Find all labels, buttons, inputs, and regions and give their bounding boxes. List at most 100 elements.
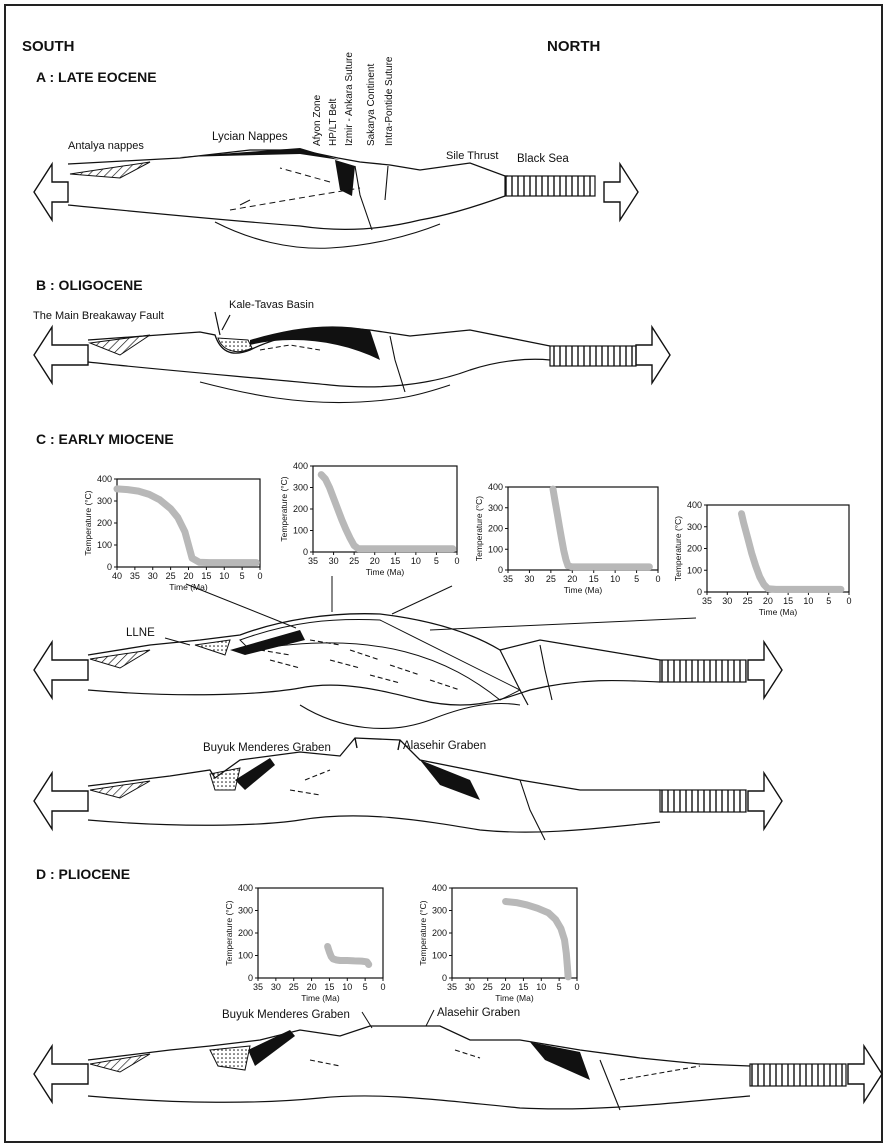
cooling-chart-5: 353025201510500100200300400Time (Ma)Temp… (224, 883, 386, 1003)
y-tick-label: 0 (303, 547, 308, 557)
x-tick-label: 15 (518, 982, 528, 992)
label-kale-tavas-basin: Kale-Tavas Basin (229, 299, 314, 311)
x-tick-label: 15 (201, 571, 211, 581)
plot-frame (508, 487, 658, 570)
arrow-right (636, 327, 670, 383)
y-tick-label: 0 (442, 973, 447, 983)
x-tick-label: 30 (465, 982, 475, 992)
x-tick-label: 0 (380, 982, 385, 992)
panel-a-title: A : LATE EOCENE (36, 69, 157, 85)
y-tick-label: 300 (97, 496, 112, 506)
arrow-right (748, 773, 782, 829)
x-tick-label: 35 (702, 596, 712, 606)
y-tick-label: 0 (498, 565, 503, 575)
x-tick-label: 25 (483, 982, 493, 992)
y-tick-label: 100 (488, 544, 503, 554)
x-tick-label: 25 (546, 574, 556, 584)
x-tick-label: 10 (219, 571, 229, 581)
label-llne: LLNE (126, 627, 155, 639)
y-tick-label: 200 (238, 928, 253, 938)
x-tick-label: 25 (743, 596, 753, 606)
arrow-left (34, 1046, 88, 1102)
x-tick-label: 5 (557, 982, 562, 992)
x-tick-label: 20 (370, 556, 380, 566)
x-tick-label: 30 (329, 556, 339, 566)
arrow-left (34, 327, 88, 383)
y-tick-label: 300 (238, 906, 253, 916)
y-tick-label: 200 (432, 928, 447, 938)
y-tick-label: 400 (97, 474, 112, 484)
x-tick-label: 0 (846, 596, 851, 606)
y-tick-label: 0 (107, 562, 112, 572)
y-tick-label: 300 (432, 906, 447, 916)
x-tick-label: 15 (589, 574, 599, 584)
y-tick-label: 300 (488, 503, 503, 513)
x-tick-label: 10 (342, 982, 352, 992)
cooling-chart-6: 353025201510500100200300400Time (Ma)Temp… (418, 883, 580, 1003)
label-buyuk-menderes-graben: Buyuk Menderes Graben (203, 742, 331, 754)
y-tick-label: 200 (687, 544, 702, 554)
y-axis-label: Temperature (°C) (224, 900, 234, 965)
arrow-right (604, 164, 638, 220)
x-tick-label: 30 (524, 574, 534, 584)
panel-b: B : OLIGOCENE The Main Breakaway Fault K… (33, 277, 670, 403)
x-tick-label: 25 (289, 982, 299, 992)
y-axis-label: Temperature (°C) (418, 900, 428, 965)
x-axis-label: Time (Ma) (564, 585, 603, 595)
label-lycian-nappes: Lycian Nappes (212, 131, 288, 143)
label-intra-pontide-suture: Intra-Pontide Suture (384, 56, 395, 146)
y-axis-label: Temperature (°C) (83, 490, 93, 555)
arrow-right (748, 642, 782, 698)
x-tick-label: 15 (390, 556, 400, 566)
panel-c-title: C : EARLY MIOCENE (36, 431, 174, 447)
arrow-left (34, 642, 88, 698)
label-hplt-belt: HP/LT Belt (328, 98, 339, 146)
x-tick-label: 20 (307, 982, 317, 992)
x-tick-label: 0 (574, 982, 579, 992)
label-alasehir-graben-d: Alasehir Graben (437, 1007, 520, 1019)
x-axis-label: Time (Ma) (495, 993, 534, 1003)
label-sile-thrust: Sile Thrust (446, 150, 498, 162)
x-tick-label: 0 (655, 574, 660, 584)
label-main-breakaway-fault: The Main Breakaway Fault (33, 310, 164, 322)
x-tick-label: 40 (112, 571, 122, 581)
x-tick-label: 25 (349, 556, 359, 566)
y-tick-label: 100 (687, 565, 702, 575)
y-tick-label: 100 (432, 951, 447, 961)
y-tick-label: 400 (687, 500, 702, 510)
arrow-left (34, 773, 88, 829)
label-sakarya-continent: Sakarya Continent (366, 64, 377, 146)
y-tick-label: 200 (97, 518, 112, 528)
y-tick-label: 300 (687, 522, 702, 532)
x-tick-label: 35 (130, 571, 140, 581)
panel-b-title: B : OLIGOCENE (36, 277, 143, 293)
y-tick-label: 400 (488, 482, 503, 492)
y-axis-label: Temperature (°C) (474, 496, 484, 561)
x-tick-label: 5 (434, 556, 439, 566)
plot-frame (707, 505, 849, 592)
y-tick-label: 0 (697, 587, 702, 597)
y-tick-label: 400 (432, 883, 447, 893)
x-tick-label: 5 (240, 571, 245, 581)
x-tick-label: 10 (803, 596, 813, 606)
y-axis-label: Temperature (°C) (673, 516, 683, 581)
x-tick-label: 35 (253, 982, 263, 992)
y-tick-label: 100 (238, 951, 253, 961)
x-tick-label: 35 (447, 982, 457, 992)
x-tick-label: 20 (567, 574, 577, 584)
x-axis-label: Time (Ma) (169, 582, 208, 592)
x-tick-label: 5 (634, 574, 639, 584)
x-tick-label: 30 (148, 571, 158, 581)
x-tick-label: 10 (536, 982, 546, 992)
x-tick-label: 20 (183, 571, 193, 581)
x-tick-label: 20 (763, 596, 773, 606)
x-tick-label: 5 (826, 596, 831, 606)
label-alasehir-graben: Alasehir Graben (403, 740, 486, 752)
x-tick-label: 15 (783, 596, 793, 606)
